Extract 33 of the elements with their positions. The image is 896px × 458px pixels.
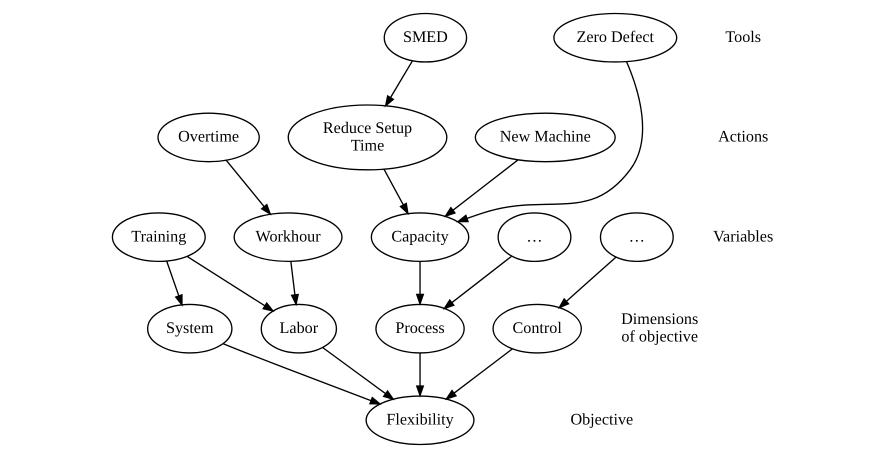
label: Tools [725,28,762,46]
node-ellipse: Labor [260,304,338,354]
node-ellipse: SMED [384,12,468,63]
arrow [290,261,300,306]
arrow [384,169,409,216]
node-ellipse: Training [112,212,206,262]
node-ellipse: Process [375,304,465,354]
arrow [442,256,512,310]
node-ellipse: System [146,304,233,354]
arrow [166,261,183,307]
node-ellipse: … [600,212,674,262]
arrow [226,160,272,216]
node-ellipse: Control [492,304,582,354]
arrow [416,262,424,306]
arrow [186,256,275,312]
label: Actions [718,128,768,146]
arrow [384,60,413,108]
node-ellipse: Reduce Setup Time [288,104,448,171]
arrow [444,159,518,218]
arrow [322,347,395,400]
arrow [444,348,513,400]
label: Objective [570,411,634,428]
arrow [456,62,644,222]
label: Variables [713,228,774,246]
node-ellipse: … [497,212,572,262]
node-ellipse: Zero Defect [553,12,678,63]
node-ellipse: New Machine [474,112,616,162]
arrow [558,256,616,309]
label: Dimensions of objective [621,311,698,346]
node-ellipse: Overtime [157,112,260,162]
node-ellipse: Workhour [234,212,343,262]
arrow [222,343,382,405]
arrow [416,353,424,398]
